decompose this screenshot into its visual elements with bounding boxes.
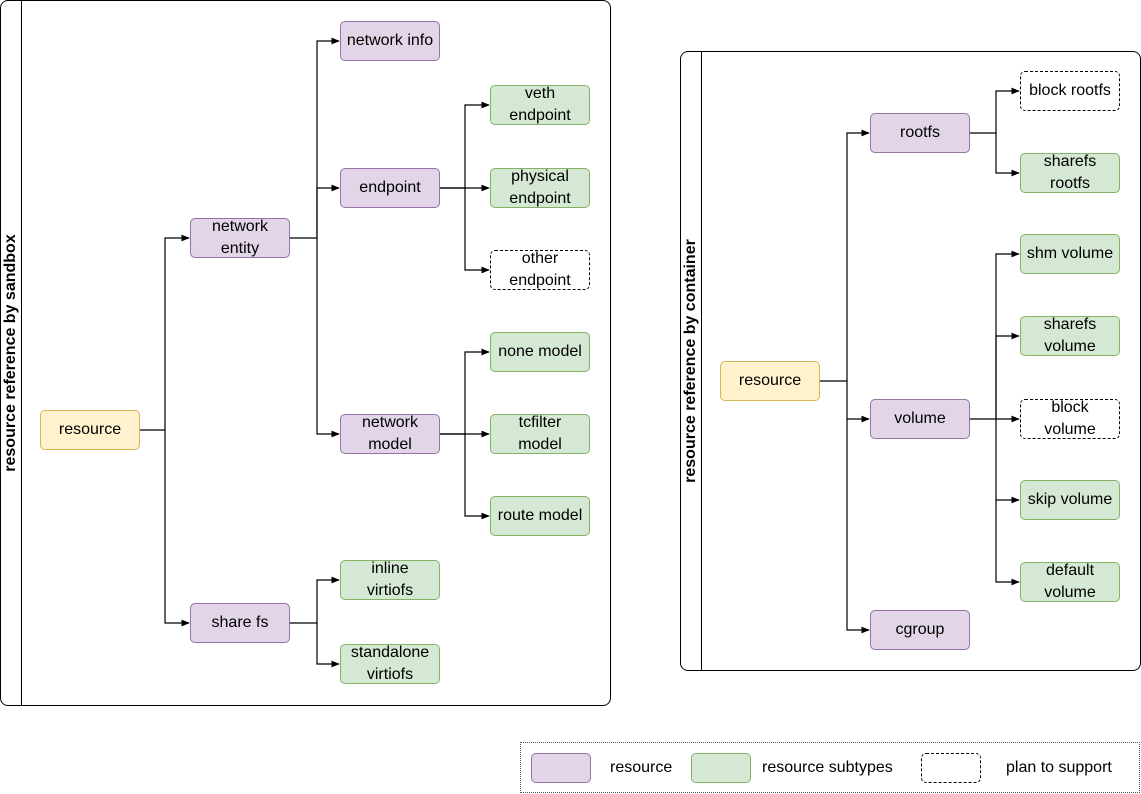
legend-resource-label: resource bbox=[610, 759, 673, 776]
legend: resource resource subtypes plan to suppo… bbox=[520, 742, 1140, 793]
rootfs-node: rootfs bbox=[870, 113, 970, 153]
share-fs-node: share fs bbox=[190, 603, 290, 643]
container-title: resource reference by container bbox=[682, 239, 699, 483]
legend-subtype-label: resource subtypes bbox=[762, 759, 893, 776]
sandbox-resource-node: resource bbox=[40, 410, 140, 450]
container-title-strip: resource reference by container bbox=[681, 52, 702, 670]
cgroup-node: cgroup bbox=[870, 610, 970, 650]
route-model-node: route model bbox=[490, 496, 590, 536]
none-model-node: none model bbox=[490, 332, 590, 372]
legend-plan-label: plan to support bbox=[1006, 759, 1112, 776]
skip-volume-node: skip volume bbox=[1020, 480, 1120, 520]
network-info-node: network info bbox=[340, 21, 440, 61]
block-rootfs-node: block rootfs bbox=[1020, 71, 1120, 111]
container-resource-node: resource bbox=[720, 361, 820, 401]
sandbox-title-strip: resource reference by sandbox bbox=[1, 1, 22, 705]
legend-subtype-swatch bbox=[691, 753, 751, 783]
volume-node: volume bbox=[870, 399, 970, 439]
legend-resource-swatch bbox=[531, 753, 591, 783]
endpoint-node: endpoint bbox=[340, 168, 440, 208]
shm-volume-node: shm volume bbox=[1020, 234, 1120, 274]
sandbox-title: resource reference by sandbox bbox=[2, 234, 19, 472]
legend-plan-swatch bbox=[921, 753, 981, 783]
